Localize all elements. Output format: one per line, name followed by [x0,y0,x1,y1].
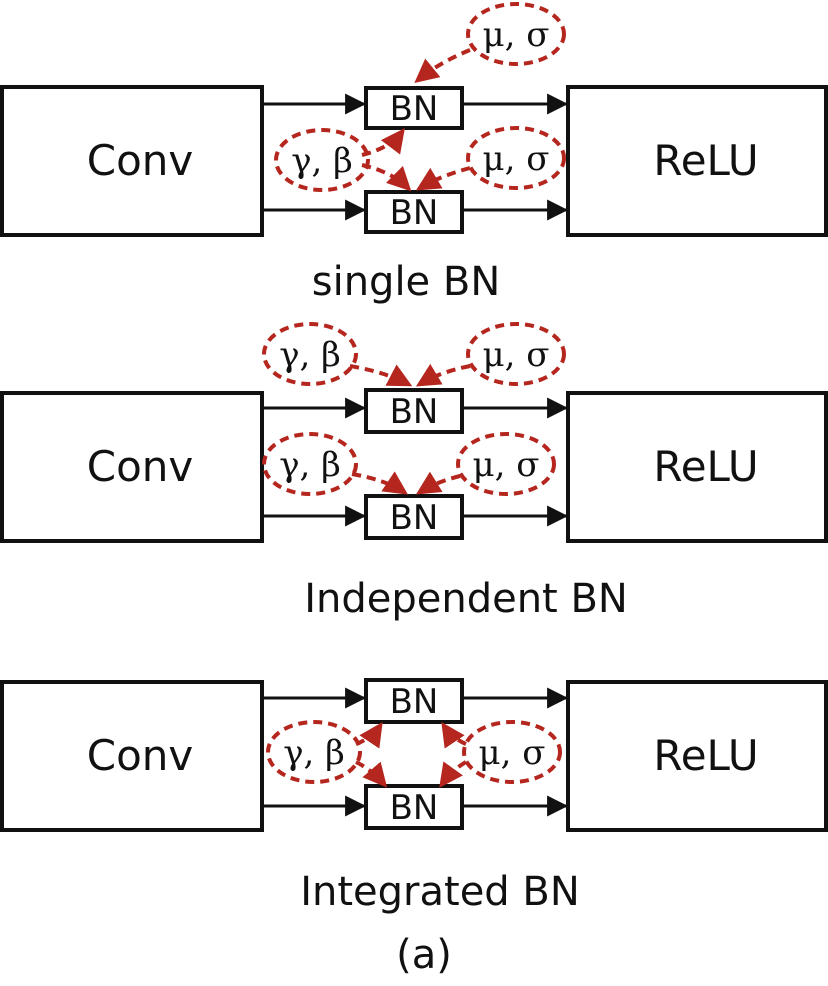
conv-label: Conv [87,442,194,491]
relu-block [566,391,828,543]
relu-label: ReLU [653,731,758,780]
mu-sigma-ellipse [466,322,566,386]
conv-label: Conv [87,731,194,780]
mu-sigma-ellipse [456,432,556,496]
param-link [355,722,383,749]
conv-label: Conv [87,136,194,185]
mu-sigma-label: μ, σ [483,139,550,179]
param-link [351,471,408,495]
param-link [414,48,471,84]
param-link [415,471,461,495]
gamma-beta-ellipse [274,128,370,192]
figure-label: (a) [396,932,452,978]
panel-caption: Independent BN [304,576,628,622]
panel-caption: single BN [312,259,501,305]
bn-top-block [364,86,464,130]
bn-top-label: BN [390,682,439,722]
param-link [415,166,471,191]
param-link [415,363,471,387]
gamma-beta-label: γ, β [283,733,345,773]
mu-sigma-ellipse [466,126,566,190]
mu-sigma-label: μ, σ [483,15,550,55]
param-link [355,760,388,788]
mu-sigma-label: μ, σ [473,445,540,485]
panel-single-bn: Conv ReLU BN BN μ, σ γ, β μ, σ single BN [0,2,828,305]
conv-block [0,85,264,237]
param-link [349,364,413,387]
mu-sigma-label: μ, σ [479,733,546,773]
panel-caption: Integrated BN [300,869,580,915]
bn-bottom-label: BN [390,193,439,233]
bn-bottom-label: BN [390,788,439,828]
conv-block [0,680,264,832]
gamma-beta-ellipse [266,720,362,784]
relu-block [566,680,828,832]
mu-sigma-ellipse [466,2,566,66]
relu-block [566,85,828,237]
gamma-beta-ellipse [262,432,358,496]
panel-integrated-bn: Conv ReLU BN BN γ, β μ, σ Integrated BN [0,678,828,915]
param-link [361,163,412,192]
gamma-beta-label: γ, β [291,141,353,181]
conv-block [0,391,264,543]
gamma-beta-label: γ, β [279,335,341,375]
bn-top-label: BN [390,392,439,432]
relu-label: ReLU [653,136,758,185]
param-link [439,760,468,788]
param-link [361,128,405,157]
gamma-beta-label: γ, β [279,445,341,485]
relu-label: ReLU [653,442,758,491]
bn-bottom-block [364,494,464,540]
bn-bottom-label: BN [390,498,439,538]
bn-top-label: BN [390,89,439,129]
mu-sigma-label: μ, σ [483,335,550,375]
mu-sigma-ellipse [462,720,562,784]
gamma-beta-ellipse [262,322,358,386]
panel-independent-bn: Conv ReLU BN BN γ, β μ, σ γ, β μ, σ Inde… [0,322,828,622]
param-link [441,722,467,749]
